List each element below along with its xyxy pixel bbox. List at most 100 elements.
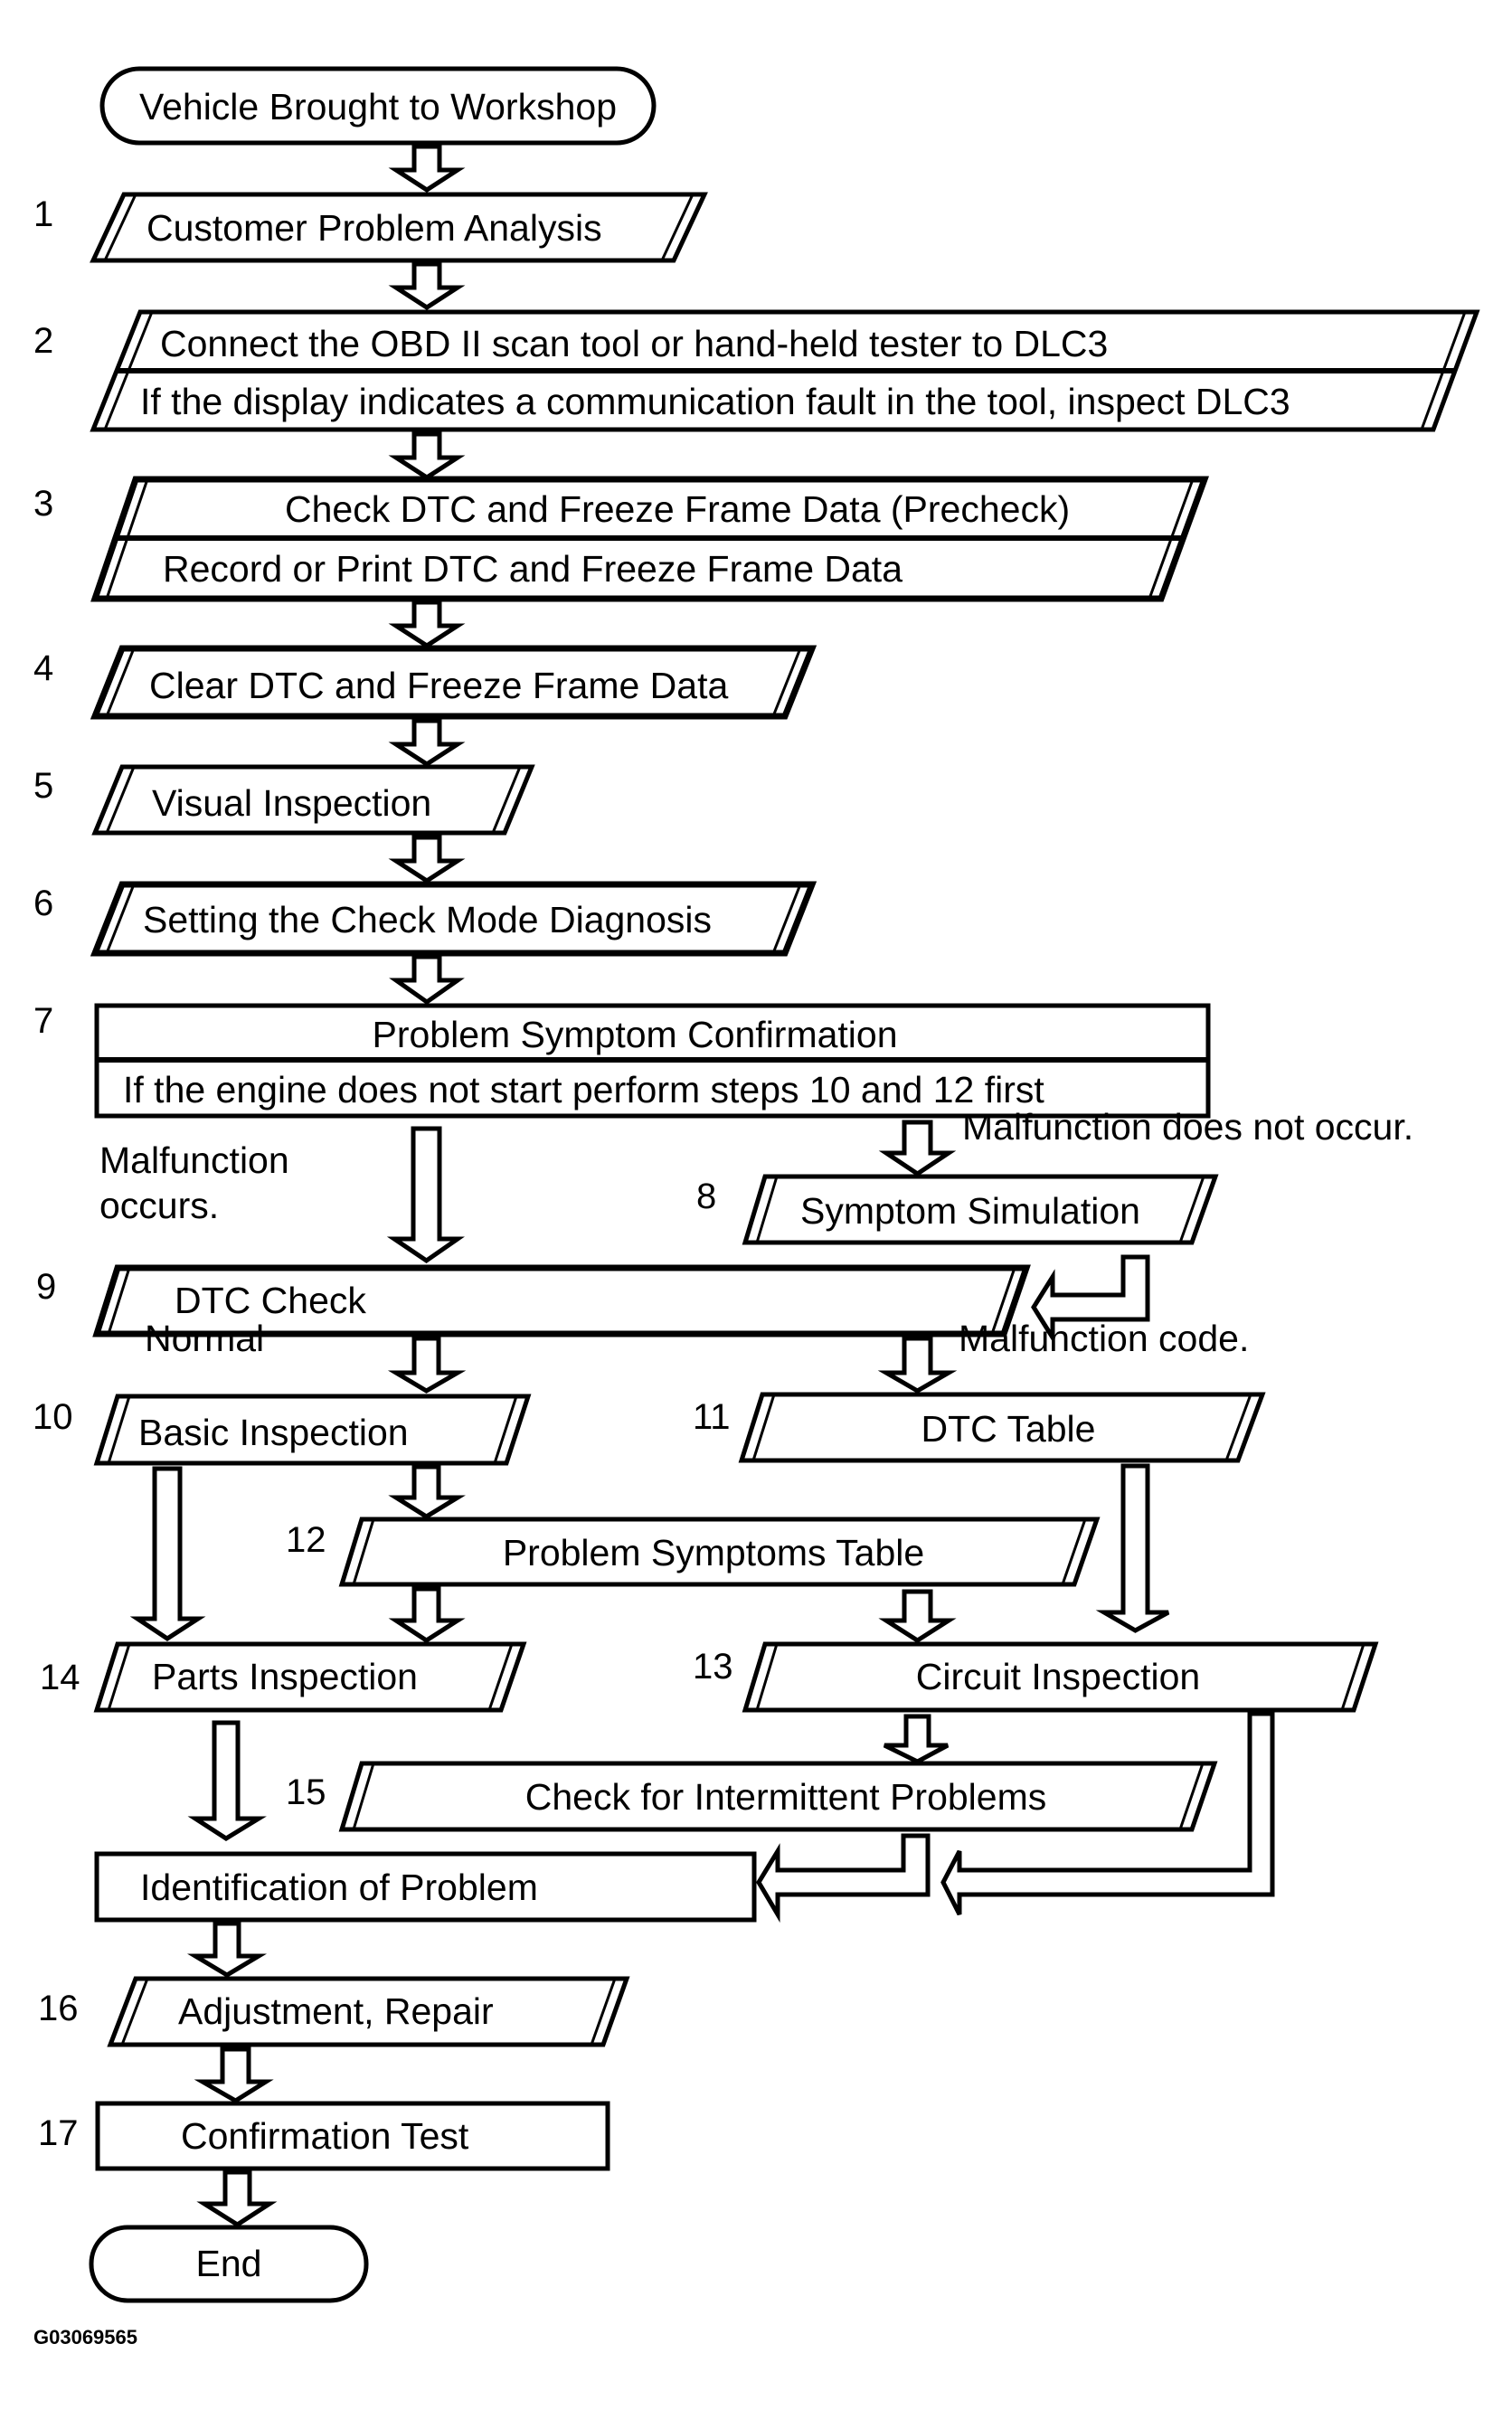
step-1: 1 Customer Problem Analysis [33, 194, 602, 249]
arrow-10-to-12 [388, 1464, 466, 1519]
start-terminal-shape [99, 66, 657, 146]
step-11-box [738, 1392, 1266, 1463]
identification-of-problem: Identification of Problem [140, 1867, 538, 1908]
step-17: 17 Confirmation Test [38, 2113, 469, 2157]
step-10-box-left-inner-line [107, 1395, 131, 1464]
step-10-box [93, 1394, 532, 1466]
step-1-box [90, 192, 708, 263]
step-5: 5 Visual Inspection [33, 766, 431, 824]
step-number: 11 [693, 1397, 731, 1437]
step-number: 8 [696, 1177, 716, 1216]
step-label: Circuit Inspection [916, 1656, 1200, 1697]
step-label: Problem Symptoms Table [503, 1532, 924, 1574]
arrow-identification-to-16 [186, 1921, 268, 1978]
step-label-line1: Problem Symptom Confirmation [372, 1014, 897, 1055]
step-1-box-left-inner-line [103, 194, 137, 261]
step-label: Identification of Problem [140, 1867, 538, 1908]
step-14-box-outline [93, 1641, 527, 1713]
step-label-line2: If the engine does not start perform ste… [123, 1069, 1044, 1110]
arrow-12-to-13 [878, 1589, 957, 1643]
arrow-11-to-13 [1095, 1463, 1170, 1633]
step-label: Basic Inspection [138, 1412, 409, 1453]
step-15-box-left-inner-line [352, 1763, 375, 1830]
step-7-box [94, 1003, 1211, 1119]
step-10-box-right-inner-line [493, 1395, 518, 1464]
step-label: Clear DTC and Freeze Frame Data [149, 665, 728, 706]
step-label: Customer Problem Analysis [146, 207, 602, 249]
step-label-line1: Connect the OBD II scan tool or hand-hel… [160, 323, 1108, 364]
step-6-box-left-inner-line [105, 884, 136, 954]
step-6-box [90, 881, 817, 957]
step-5-box-right-inner-line [491, 766, 522, 834]
branch-label-malfunction-code: Malfunction code. [959, 1318, 1249, 1359]
step-17-box [95, 2101, 610, 2171]
step-number: 1 [33, 194, 53, 234]
step-11-box-left-inner-line [751, 1394, 776, 1461]
identification-box [94, 1851, 757, 1923]
arrow-8-to-9 [1031, 1254, 1150, 1346]
step-8-box [742, 1174, 1219, 1245]
step-8-box-left-inner-line [755, 1176, 779, 1243]
step-label-line1: Check DTC and Freeze Frame Data (Prechec… [285, 488, 1070, 530]
step-13-box-right-inner-line [1340, 1643, 1366, 1711]
step-label: DTC Check [175, 1280, 366, 1321]
end-terminal: End [89, 2225, 369, 2303]
arrow-2-to-3 [388, 431, 466, 480]
step-label: Confirmation Test [181, 2115, 469, 2157]
step-5-box-outline [91, 764, 535, 836]
step-number: 7 [33, 1001, 53, 1041]
step-13-box-left-inner-line [755, 1643, 779, 1711]
step-number: 5 [33, 766, 53, 806]
step-4-box-left-inner-line [105, 647, 136, 717]
step-7: 7 Problem Symptom Confirmation If the en… [33, 1001, 1044, 1110]
figure-id: G03069565 [33, 2326, 137, 2349]
step-1-box-right-inner-line [660, 194, 695, 261]
step-15-box [338, 1761, 1218, 1832]
step-12-box-right-inner-line [1061, 1518, 1087, 1585]
step-17-box-outline [95, 2101, 610, 2171]
step-13: 13 Circuit Inspection [693, 1647, 1200, 1697]
arrow-start-to-1 [388, 144, 466, 193]
step-label: Adjustment, Repair [178, 1990, 494, 2032]
step-9-box-right-inner-line [990, 1267, 1016, 1335]
step-label-line2: If the display indicates a communication… [140, 381, 1290, 422]
step-16-box-right-inner-line [590, 1978, 617, 2046]
step-9-box [92, 1264, 1031, 1337]
arrow-13-to-15 [883, 1714, 950, 1764]
step-label: Symptom Simulation [800, 1190, 1140, 1232]
step-14: 14 Parts Inspection [40, 1656, 418, 1697]
step-12: 12 Problem Symptoms Table [286, 1520, 924, 1574]
step-number: 12 [286, 1520, 326, 1560]
step-2-box [90, 309, 1480, 432]
step-16-box-outline [107, 1976, 630, 2047]
step-2: 2 Connect the OBD II scan tool or hand-h… [33, 321, 1290, 422]
arrow-17-to-end [196, 2169, 278, 2227]
step-6: 6 Setting the Check Mode Diagnosis [33, 884, 712, 940]
arrow-9-to-11 [877, 1336, 958, 1394]
arrow-16-to-17 [194, 2046, 274, 2103]
step-13-box-outline [742, 1641, 1379, 1713]
step-11: 11 DTC Table [693, 1397, 1095, 1450]
step-8: 8 Symptom Simulation [696, 1177, 1140, 1232]
step-6-box-outline [90, 881, 817, 957]
arrow-7-to-9-malfunction [386, 1126, 465, 1264]
step-4: 4 Clear DTC and Freeze Frame Data [33, 648, 728, 706]
end-terminal-shape [89, 2225, 369, 2303]
step-15-box-outline [338, 1761, 1218, 1832]
step-12-box-left-inner-line [352, 1518, 375, 1585]
step-3-box [90, 476, 1209, 602]
step-4-box [90, 645, 817, 720]
step-label: DTC Table [921, 1408, 1096, 1450]
arrow-9-to-10 [387, 1336, 467, 1394]
step-11-box-right-inner-line [1224, 1394, 1252, 1461]
arrow-12-to-14 [388, 1586, 466, 1643]
step-5-box-left-inner-line [105, 766, 136, 834]
step-number: 6 [33, 884, 53, 923]
branch-label-malfunction-occurs-2: occurs. [99, 1185, 219, 1226]
step-number: 3 [33, 484, 53, 524]
step-4-box-right-inner-line [771, 647, 802, 717]
step-label: Parts Inspection [152, 1656, 418, 1697]
step-9: 9 DTC Check [36, 1267, 366, 1321]
step-number: 10 [33, 1397, 73, 1437]
